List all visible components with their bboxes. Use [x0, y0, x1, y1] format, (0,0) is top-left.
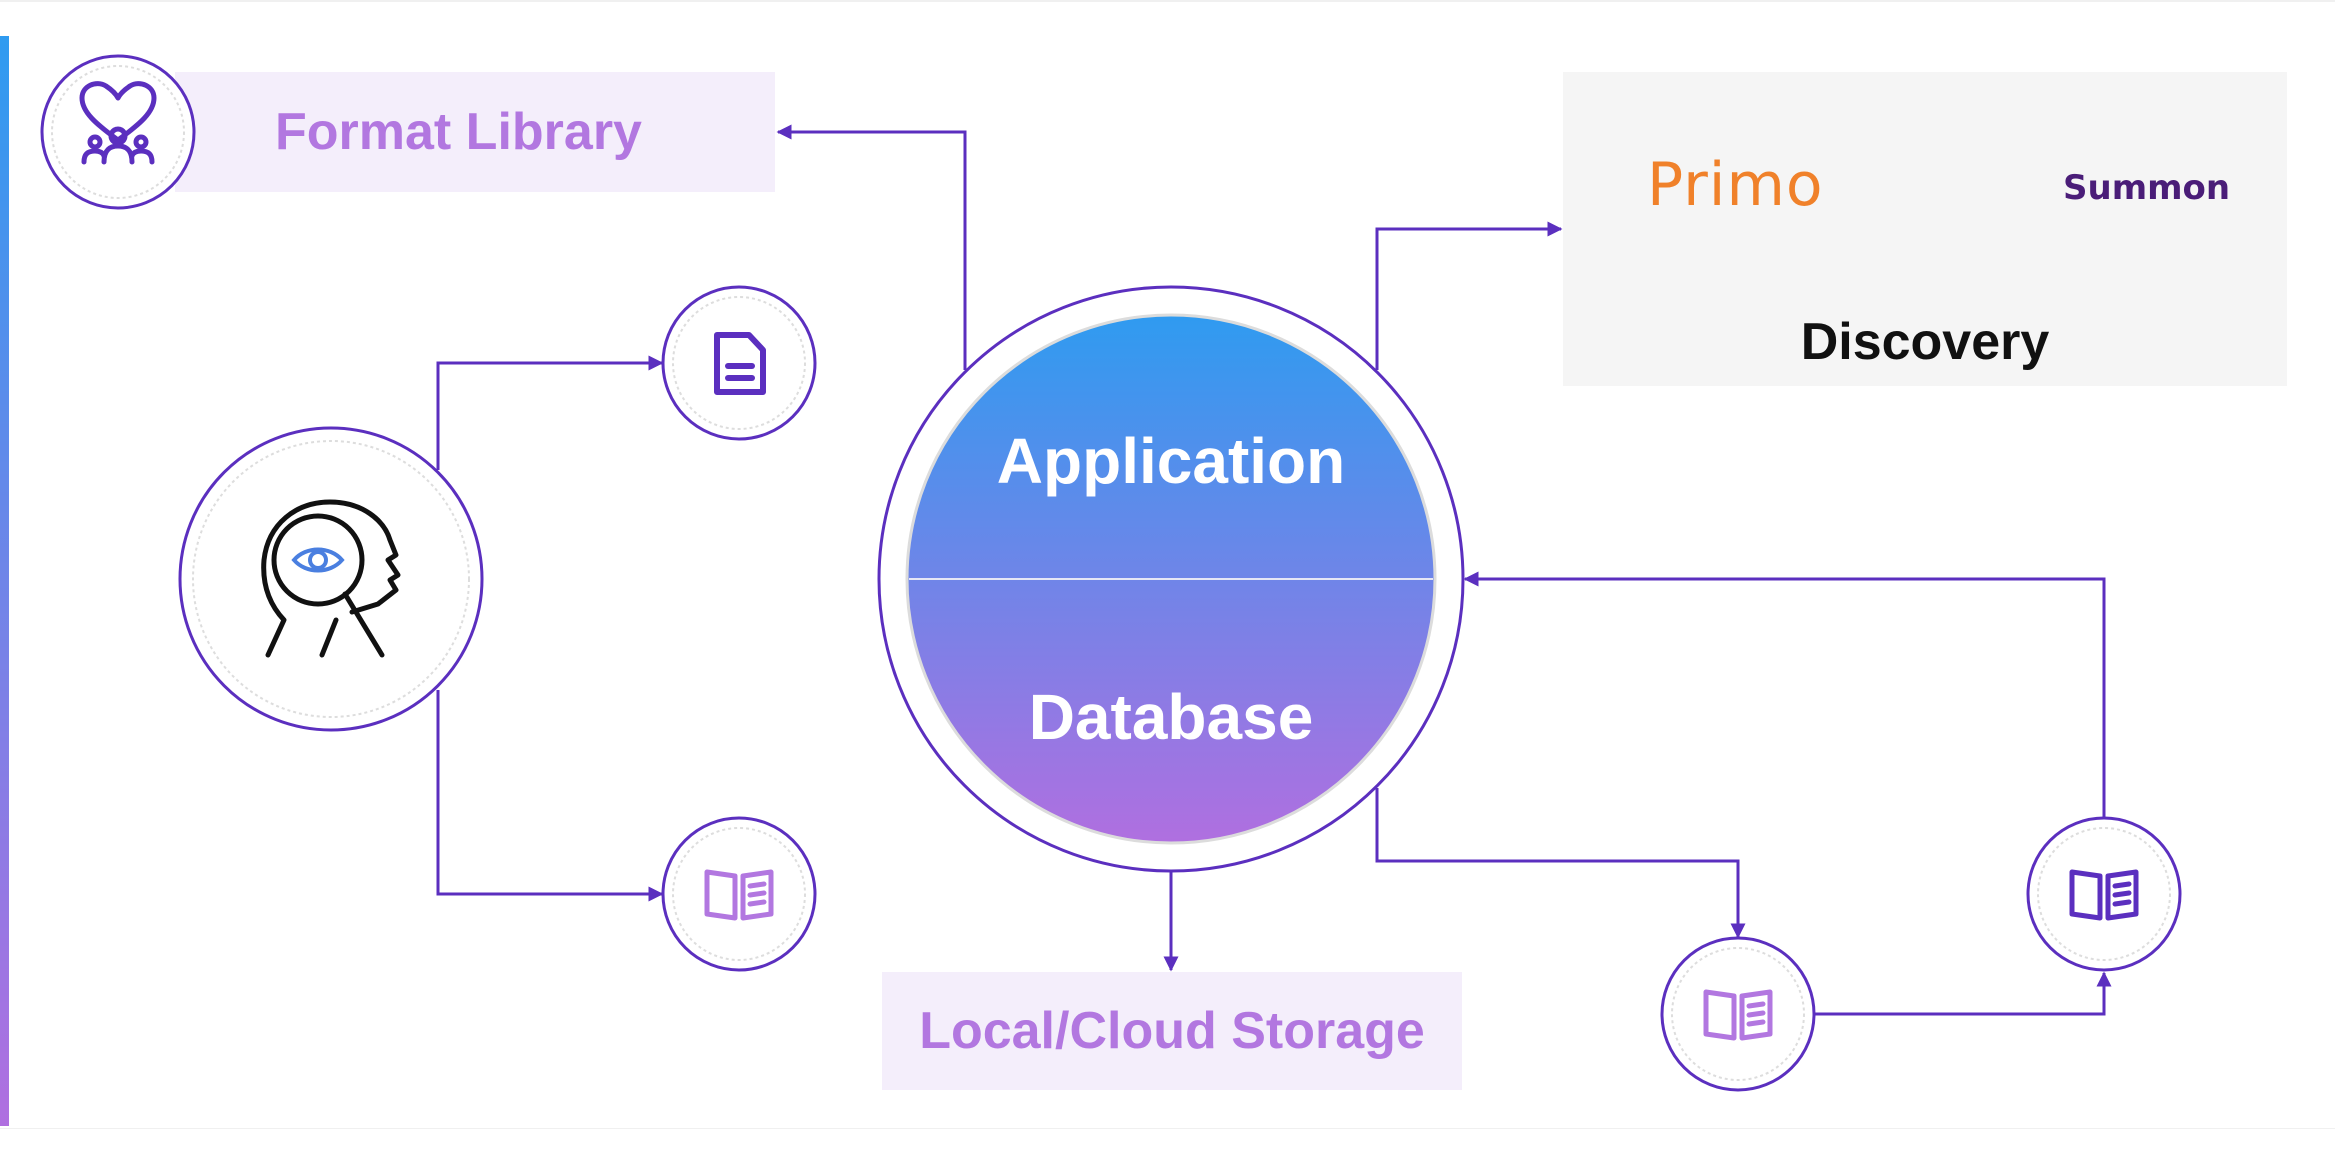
people-heart-icon — [79, 81, 157, 165]
discovery-label: Discovery — [1800, 313, 2050, 371]
connector-analysis-to-document — [436, 355, 664, 470]
open-book-icon — [704, 869, 774, 921]
local-cloud-storage-box: Local/Cloud Storage — [882, 972, 1462, 1090]
document-icon — [714, 332, 766, 395]
local-cloud-storage-label: Local/Cloud Storage — [919, 1002, 1425, 1060]
book-node-b — [2026, 816, 2182, 972]
open-book-icon — [2069, 869, 2139, 921]
eye-icon — [291, 547, 345, 573]
connector-hub-to-format — [776, 124, 967, 370]
connector-book-b-to-hub — [1463, 571, 2106, 817]
open-book-icon — [1703, 989, 1773, 1041]
format-library-box: Format Library — [175, 72, 775, 192]
hub-database-label: Database — [1028, 681, 1314, 753]
left-accent-bar — [0, 36, 9, 1126]
top-border — [0, 0, 2335, 2]
connector-analysis-to-book — [436, 690, 664, 902]
head-magnifier-eye-icon — [261, 499, 401, 658]
bottom-border — [0, 1128, 2335, 1154]
format-library-label: Format Library — [275, 103, 642, 161]
book-node-left — [661, 816, 817, 972]
format-library-node — [40, 54, 196, 210]
hub-node — [877, 285, 1465, 873]
analysis-node — [178, 426, 484, 732]
connector-hub-to-book-a — [1375, 788, 1746, 939]
document-node — [661, 285, 817, 441]
connector-hub-to-discovery — [1375, 221, 1563, 370]
discovery-box: Primo Summon Discovery — [1563, 72, 2287, 386]
book-node-a — [1660, 936, 1816, 1092]
primo-logo: Primo — [1647, 150, 1824, 220]
hub-application-label: Application — [996, 425, 1346, 497]
connector-book-a-to-book-b — [1815, 971, 2112, 1016]
summon-logo: Summon — [2063, 168, 2231, 208]
